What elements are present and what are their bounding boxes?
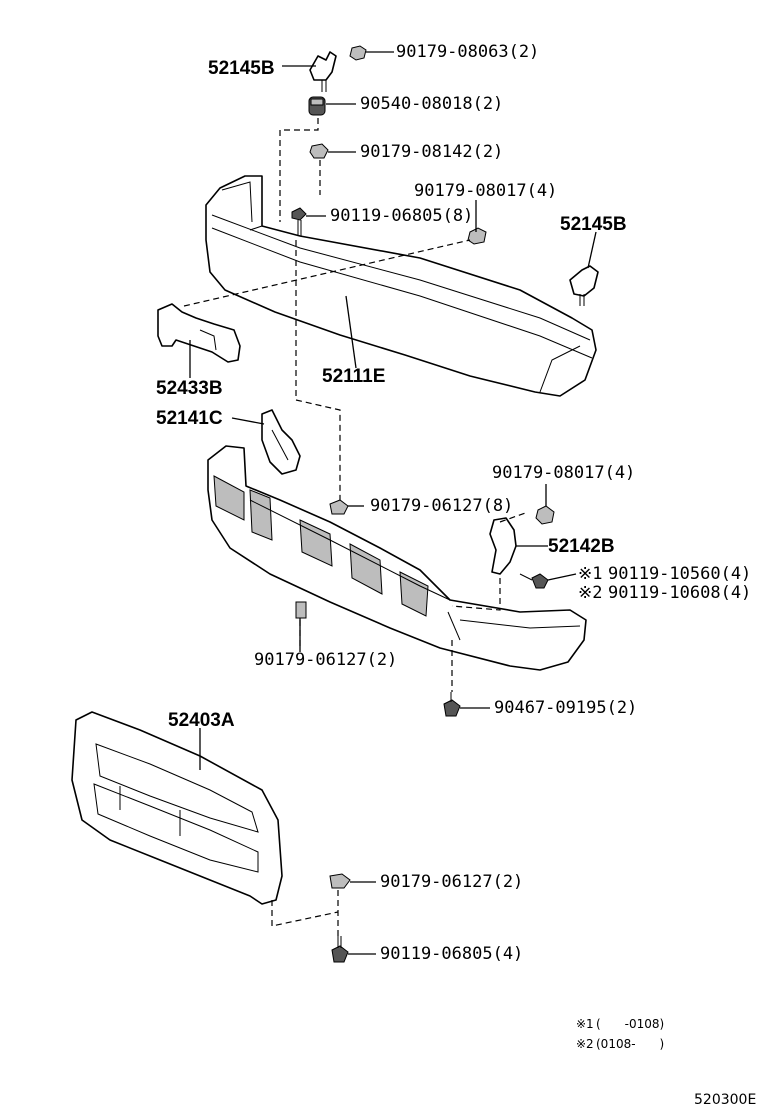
mark-fastener-f8: ※1 (578, 564, 602, 584)
label-fastener-f7: 90179-06127(8) (370, 496, 513, 516)
bumper-reinforcement-drawing (207, 445, 587, 671)
fastener-nut-08063 (349, 45, 367, 61)
label-retainer-right: 52145B (560, 214, 627, 235)
label-fastener-f12: 90179-06127(2) (380, 872, 523, 892)
label-bumper-cover: 52111E (322, 366, 385, 387)
clip-06127-lower (295, 601, 307, 619)
bracket-left-drawing (157, 303, 241, 363)
diagram-code: 520300E (694, 1092, 756, 1108)
support-left-drawing (261, 409, 301, 475)
label-bracket-left: 52433B (156, 378, 223, 399)
label-support-left: 52141C (156, 408, 223, 429)
label-fastener-f8: 90119-10560(4) (608, 564, 751, 584)
bolt-06805-top (291, 207, 307, 236)
screw-10560 (519, 573, 549, 589)
note-1-text: ( -0108) (596, 1017, 664, 1031)
support-right-drawing (489, 517, 517, 575)
fastener-cushion-08018 (308, 96, 326, 116)
retainer-right-drawing (569, 265, 599, 306)
label-grille-guard: 52403A (168, 710, 235, 731)
label-fastener-f4: 90179-08017(4) (414, 181, 557, 201)
bumper-cover-drawing (205, 175, 597, 397)
clip-08017-right (535, 505, 555, 525)
note-2-text: (0108- ) (596, 1037, 664, 1051)
grille-guard-drawing (71, 711, 283, 905)
label-fastener-f11: 90467-09195(2) (494, 698, 637, 718)
label-fastener-f1: 90179-08063(2) (396, 42, 539, 62)
label-support-right: 52142B (548, 536, 615, 557)
clip-06127-bottom (329, 873, 351, 889)
label-fastener-f5: 90119-06805(8) (330, 206, 473, 226)
label-fastener-f9: 90119-10608(4) (608, 583, 751, 603)
clip-06127-middle (329, 499, 349, 515)
label-retainer-top-left: 52145B (208, 58, 275, 79)
label-fastener-f13: 90119-06805(4) (380, 944, 523, 964)
label-fastener-f3: 90179-08142(2) (360, 142, 503, 162)
clip-08017-top (467, 227, 487, 245)
mark-fastener-f9: ※2 (578, 583, 602, 603)
note-2-mark: ※2 (576, 1037, 594, 1051)
bolt-09195 (443, 692, 461, 717)
fastener-nut-08142 (309, 143, 329, 159)
bolt-06805-bottom (331, 936, 349, 963)
note-1-mark: ※1 (576, 1017, 594, 1031)
label-fastener-f2: 90540-08018(2) (360, 94, 503, 114)
retainer-top-left-drawing (309, 51, 337, 92)
label-fastener-f6: 90179-08017(4) (492, 463, 635, 483)
label-fastener-f10: 90179-06127(2) (254, 650, 397, 670)
